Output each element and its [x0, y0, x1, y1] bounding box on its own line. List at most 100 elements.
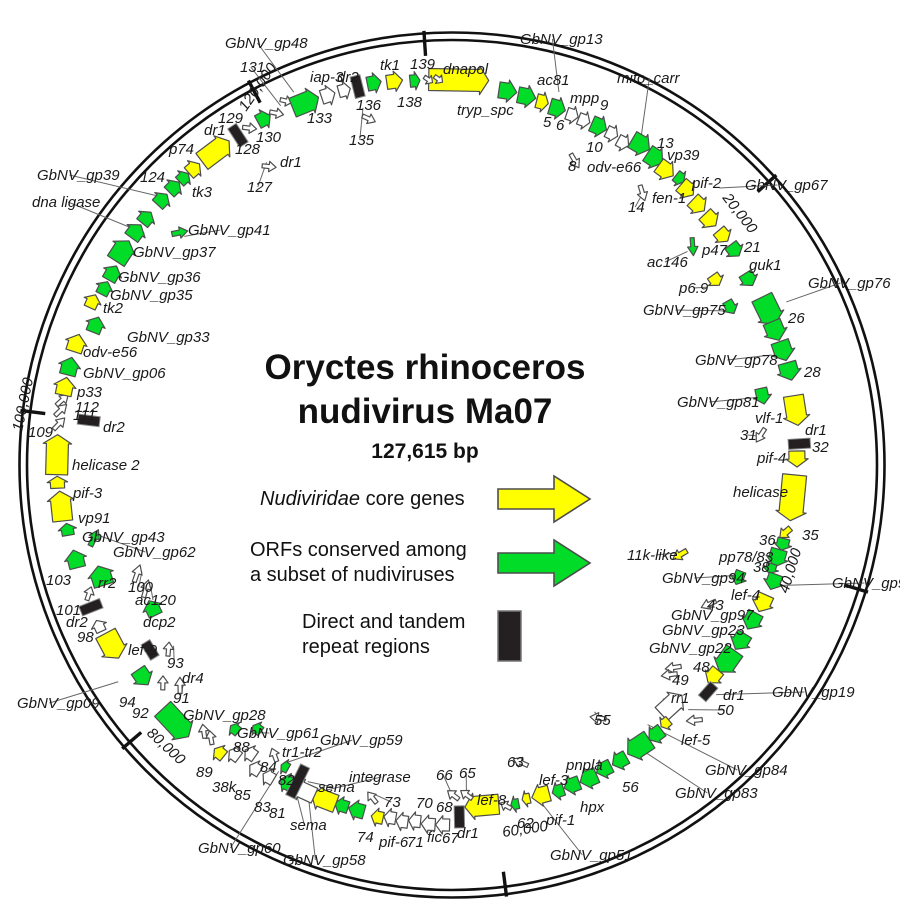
map-label-38: 38 — [753, 559, 770, 576]
map-label-GbNV_gp83: GbNV_gp83 — [675, 785, 758, 802]
gene-arrow-lef-4 — [751, 591, 775, 613]
gene-arrow-tryp_spc-2 — [515, 84, 537, 109]
gene-arrow-orf83 — [244, 745, 260, 763]
map-label-p74: p74 — [168, 141, 194, 158]
gene-arrow-orf14 — [636, 184, 649, 202]
map-label-GbNV_gp36: GbNV_gp36 — [118, 269, 201, 286]
gene-arrow-ac120 — [140, 579, 152, 599]
map-label-GbNV_gp60: GbNV_gp60 — [198, 840, 281, 857]
map-label-138: 138 — [397, 94, 423, 111]
gene-arrow-tryp_spc-1 — [497, 79, 518, 103]
map-label-GbNV_gp93: GbNV_gp93 — [832, 575, 900, 592]
gene-arrow-orf89b — [198, 723, 210, 740]
leader-line-GbNV_gp81 — [709, 396, 757, 403]
gene-arrow-11k-like — [672, 547, 689, 561]
gene-arrow-orf103 — [64, 549, 87, 571]
gene-arrow-gp23 — [730, 629, 753, 650]
map-label-mito_carr: mito_carr — [617, 70, 681, 87]
gene-arrow-gp62 — [87, 529, 101, 548]
gene-arrow-gp84 — [648, 723, 667, 744]
gene-arrow-orf62b — [500, 800, 513, 812]
gene-arrow-orf109 — [51, 417, 66, 432]
leader-line-sema — [307, 781, 333, 788]
gene-arrow-orf81 — [268, 747, 280, 763]
map-label-13: 13 — [657, 135, 674, 152]
map-label-65: 65 — [459, 765, 476, 782]
map-label-dr1: dr1 — [805, 422, 827, 439]
gene-arrow-orf124 — [163, 179, 182, 198]
gene-arrow-38k — [212, 744, 229, 762]
map-label-lef-5: lef-5 — [681, 732, 711, 749]
map-label-92: 92 — [132, 705, 149, 722]
gene-arrow-gp94 — [730, 568, 747, 585]
map-label-GbNV_gp43: GbNV_gp43 — [82, 529, 165, 546]
map-label-55: 55 — [594, 712, 611, 729]
map-label-71: 71 — [407, 834, 424, 851]
map-label-dr2: dr2 — [337, 69, 359, 86]
gene-arrow-guk1 — [738, 269, 759, 287]
map-label-vp39: vp39 — [667, 147, 700, 164]
map-label-sema: sema — [318, 779, 355, 796]
gene-arrow-orf73 — [367, 791, 379, 805]
gene-arrow-orf62 — [510, 795, 521, 813]
leader-line-GbNV_gp13 — [551, 38, 560, 93]
gene-arrow-orf49a — [664, 661, 683, 674]
leader-line-GbNV_gp51 — [542, 804, 583, 856]
map-label-p47: p47 — [701, 242, 728, 259]
map-label-dr1: dr1 — [457, 825, 479, 842]
map-label-111: 111 — [73, 407, 96, 424]
map-label-GbNV_gp09: GbNV_gp09 — [17, 695, 100, 712]
leader-line-GbNV_gp78 — [727, 354, 772, 361]
map-label-43: 43 — [707, 597, 724, 614]
gene-arrow-orf101 — [83, 586, 95, 602]
leader-line-GbNV_gp67 — [719, 184, 778, 189]
map-label-21: 21 — [743, 239, 761, 256]
map-label-124: 124 — [140, 169, 165, 186]
gene-arrow-vlf-1 — [782, 393, 811, 426]
gene-arrow-gp13 — [547, 96, 566, 120]
map-label-5: 5 — [543, 114, 552, 131]
gene-arrow-pif-1 — [531, 783, 552, 807]
map-label-14: 14 — [628, 199, 645, 216]
map-label-93: 93 — [167, 655, 184, 672]
leader-line-GbNV_gp94 — [694, 575, 734, 579]
map-label-101: 101 — [56, 602, 81, 619]
gene-arrow-gp48 — [288, 87, 320, 118]
scale-tick-3 — [501, 871, 509, 897]
map-label-GbNV_gp81: GbNV_gp81 — [677, 394, 760, 411]
gene-arrow-orf136 — [365, 72, 382, 94]
gene-arrow-gp33 — [85, 316, 106, 336]
gene-arrow-orf128 — [241, 122, 258, 134]
map-label-rr2: rr2 — [98, 575, 117, 592]
map-label-GbNV_gp23: GbNV_gp23 — [662, 622, 745, 639]
map-label-82: 82 — [278, 772, 295, 789]
scale-tick-1 — [756, 173, 778, 193]
gene-arrow-orf89a — [205, 730, 217, 746]
gene-arrow-gp93 — [763, 571, 784, 591]
map-label-6: 6 — [556, 117, 565, 134]
gene-arrow-orf65 — [460, 789, 474, 801]
gene-arrow-helicase — [775, 473, 808, 522]
gene-arrow-dna-ligase-2 — [136, 210, 156, 229]
map-label-GbNV_gp35: GbNV_gp35 — [110, 287, 193, 304]
gene-arrow-ac146 — [686, 236, 699, 257]
map-label-GbNV_gp39: GbNV_gp39 — [37, 167, 120, 184]
gene-arrow-ac81 — [534, 91, 549, 113]
map-label-85: 85 — [234, 787, 251, 804]
gene-arrow-orf55 — [589, 712, 607, 724]
gene-arrow-orf5 — [564, 105, 579, 125]
gene-arrow-orf74-2 — [334, 796, 351, 815]
map-label-pp78/83: pp78/83 — [718, 549, 774, 566]
gene-arrow-gp83 — [627, 730, 656, 761]
gene-arrow-orf35 — [779, 525, 794, 539]
map-label-GbNV_gp06: GbNV_gp06 — [83, 365, 166, 382]
gene-arrow-orf135 — [361, 113, 376, 125]
map-label-GbNV_gp94: GbNV_gp94 — [662, 570, 745, 587]
gene-arrow-orf6 — [575, 111, 591, 130]
gene-arrow-lef-5 — [659, 715, 673, 731]
gene-arrow-orf112 — [54, 393, 69, 408]
repeat-bar-dr4 — [140, 638, 160, 661]
map-label-62: 62 — [517, 815, 534, 832]
repeat-bar-dr2-b — [76, 413, 101, 428]
